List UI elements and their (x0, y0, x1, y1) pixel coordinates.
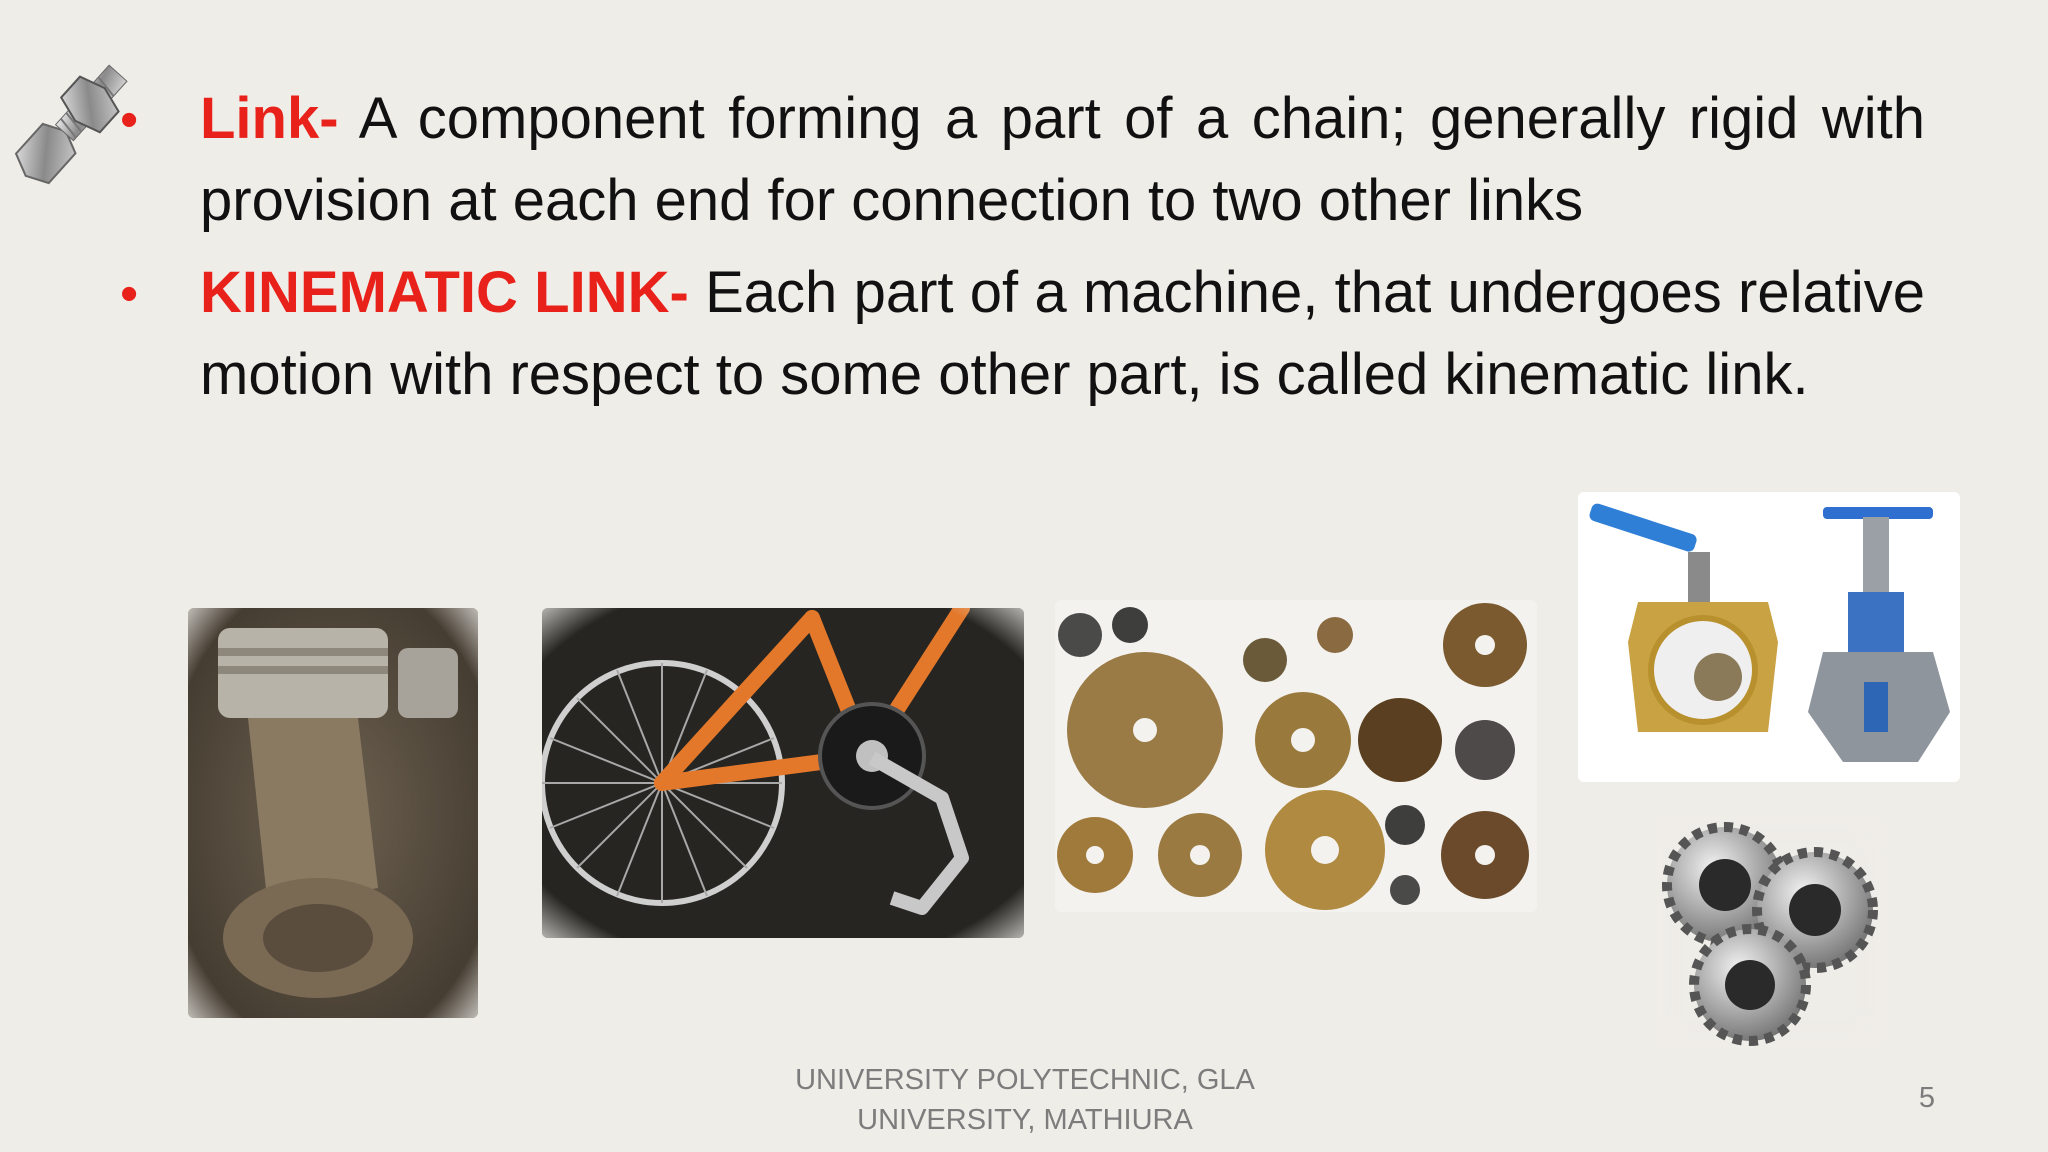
bullet-list: • Link- A component forming a part of a … (120, 78, 1925, 426)
steel-gears-photo (1662, 822, 1878, 1046)
bullet-text: KINEMATIC LINK- Each part of a machine, … (200, 252, 1925, 416)
bullet-marker: • (120, 91, 139, 149)
piston-connecting-rod-photo (188, 608, 478, 1018)
term-link: Link- (200, 86, 339, 151)
bullet-kinematic-link: • KINEMATIC LINK- Each part of a machine… (120, 252, 1925, 416)
definition-kinematic-link: Each part of a machine, that undergoes r… (200, 260, 1925, 407)
bullet-marker: • (120, 265, 139, 323)
definition-link: A component forming a part of a chain; g… (200, 86, 1925, 233)
bicycle-chainring-photo (542, 608, 1024, 938)
bullet-text: Link- A component forming a part of a ch… (200, 78, 1925, 242)
footer-line-2: UNIVERSITY, MATHIURA (857, 1104, 1193, 1136)
valves-photo (1578, 492, 1960, 782)
footer-institution: UNIVERSITY POLYTECHNIC, GLA UNIVERSITY, … (740, 1060, 1310, 1140)
page-number: 5 (1918, 1082, 1935, 1114)
footer-line-1: UNIVERSITY POLYTECHNIC, GLA (795, 1064, 1255, 1096)
bolt-nut-icon (14, 64, 128, 185)
brass-gears-photo (1055, 600, 1537, 912)
bullet-link: • Link- A component forming a part of a … (120, 78, 1925, 242)
term-kinematic-link: KINEMATIC LINK- (200, 260, 689, 325)
